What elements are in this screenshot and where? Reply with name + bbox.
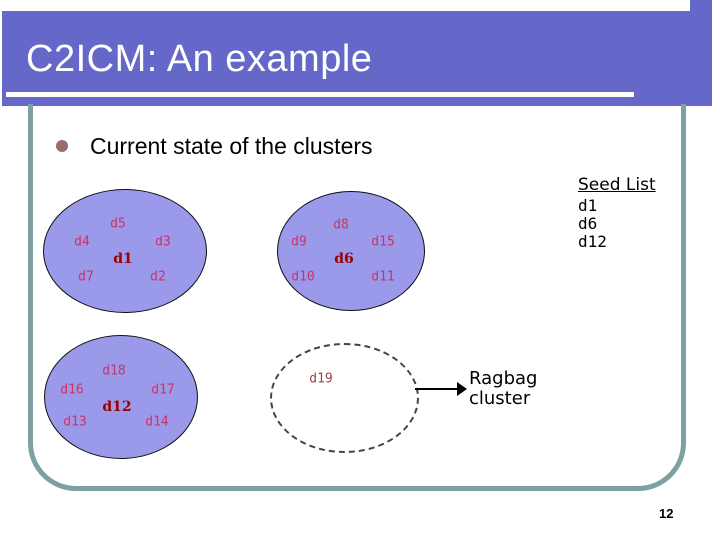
seed-list-item: d1 xyxy=(578,196,598,215)
doc-label: d4 xyxy=(74,234,90,250)
doc-label: d14 xyxy=(145,414,169,430)
content-frame-border xyxy=(28,104,686,491)
ragbag-cluster-ellipse xyxy=(270,343,419,453)
title-bar-corner-tab xyxy=(690,0,712,12)
doc-label: d16 xyxy=(60,382,84,398)
seed-list: Seed List d1 d6 d12 xyxy=(578,175,656,251)
arrow-shaft xyxy=(415,388,459,390)
seed-doc-label: d12 xyxy=(102,399,132,415)
doc-label: d17 xyxy=(151,382,175,398)
cluster-ellipse-d12 xyxy=(44,335,198,459)
doc-label: d2 xyxy=(150,269,166,285)
slide-title: C2ICM: An example xyxy=(26,38,373,80)
doc-label: d9 xyxy=(291,234,307,250)
doc-label: d5 xyxy=(110,216,126,232)
page-number: 12 xyxy=(659,506,674,521)
doc-label: d15 xyxy=(371,234,395,250)
arrow-head xyxy=(457,382,467,396)
doc-label: d7 xyxy=(78,269,94,285)
ragbag-caption: Ragbag cluster xyxy=(469,368,538,409)
doc-label: d11 xyxy=(371,269,395,285)
bullet-text: Current state of the clusters xyxy=(90,132,373,159)
doc-label: d3 xyxy=(155,234,171,250)
doc-label: d8 xyxy=(333,217,349,233)
doc-label: d13 xyxy=(63,414,87,430)
doc-label: d10 xyxy=(291,269,315,285)
seed-doc-label: d6 xyxy=(334,251,354,267)
bullet-line: Current state of the clusters xyxy=(56,133,373,159)
title-underline xyxy=(6,92,634,97)
seed-doc-label: d1 xyxy=(113,251,133,267)
seed-list-item: d12 xyxy=(578,232,607,251)
title-bar xyxy=(2,11,712,106)
cluster-ellipse-d6 xyxy=(277,191,425,311)
seed-list-item: d6 xyxy=(578,214,598,233)
doc-label: d18 xyxy=(102,363,126,379)
ragbag-arrow-icon xyxy=(415,382,467,396)
cluster-ellipse-d1 xyxy=(43,189,207,313)
seed-list-heading: Seed List xyxy=(578,175,656,195)
doc-label: d19 xyxy=(309,371,333,387)
bullet-icon xyxy=(56,140,68,152)
